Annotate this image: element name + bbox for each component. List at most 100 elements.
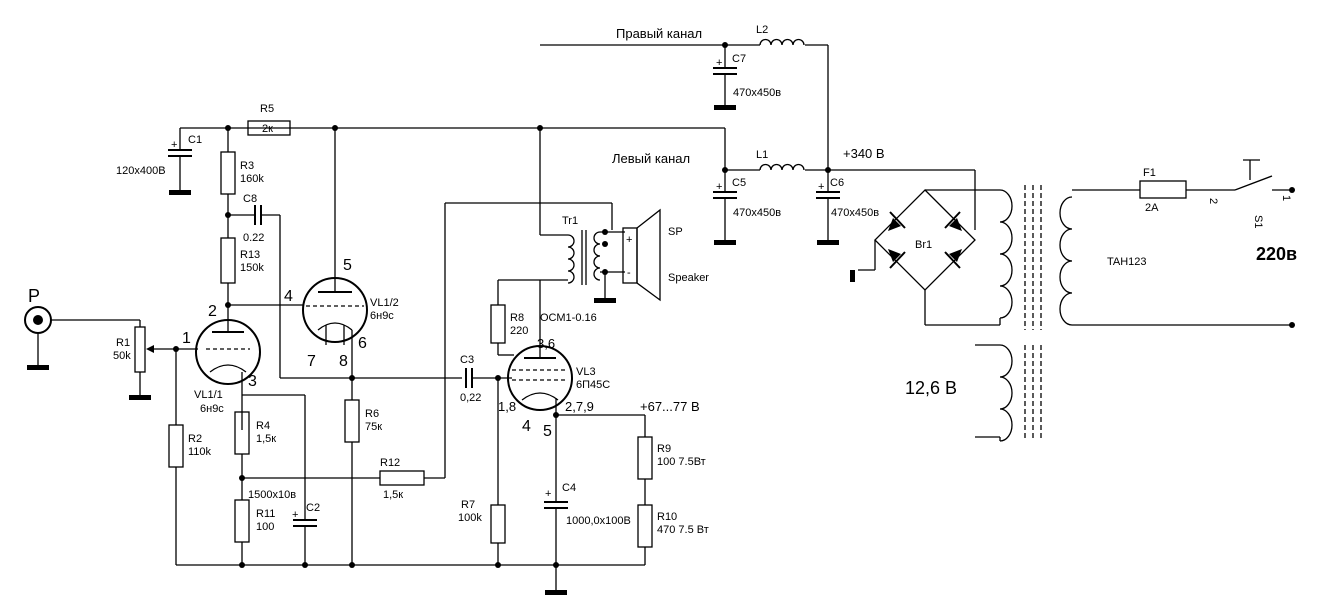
r3-ref: R3 bbox=[240, 160, 254, 172]
r11-value: 100 bbox=[256, 521, 274, 533]
svg-text:+: + bbox=[545, 488, 551, 500]
f1-value: 2A bbox=[1145, 202, 1159, 214]
svg-text:-: - bbox=[627, 267, 631, 279]
junction-dots bbox=[173, 42, 831, 568]
vl12-value: 6н9с bbox=[370, 310, 394, 322]
r12-value: 1,5к bbox=[383, 489, 403, 501]
power-transformer: TAH123 12,6 В bbox=[905, 185, 1290, 442]
output-transformer-tr1: Tr1 ОСМ1-0.16 bbox=[540, 215, 625, 324]
plus340-label: +340 В bbox=[843, 146, 885, 161]
r6-ref: R6 bbox=[365, 408, 379, 420]
vl3-value: 6П45С bbox=[576, 379, 610, 391]
svg-text:+: + bbox=[171, 139, 177, 151]
c2-value: 1500x10в bbox=[248, 489, 296, 501]
left-channel-label: Левый канал bbox=[612, 151, 690, 166]
r4-ref: R4 bbox=[256, 420, 270, 432]
vl12-ref: VL1/2 bbox=[370, 297, 399, 309]
vl3-pin-4: 4 bbox=[522, 418, 531, 435]
f1-ref: F1 bbox=[1143, 167, 1156, 179]
bridge-rectifier-br1: Br1 bbox=[850, 189, 1000, 326]
c4-ref: C4 bbox=[562, 482, 576, 494]
c2-ref: C2 bbox=[306, 502, 320, 514]
capacitor-c3: C3 0,22 bbox=[460, 354, 512, 404]
capacitor-c2: + C2 1500x10в bbox=[248, 489, 320, 565]
svg-text:+: + bbox=[716, 181, 722, 193]
r2-ref: R2 bbox=[188, 433, 202, 445]
transformer-label: TAH123 bbox=[1107, 256, 1147, 268]
r10-value: 470 7.5 Вт bbox=[657, 524, 709, 536]
fuse-f1: F1 2A 2 bbox=[1139, 167, 1235, 214]
vl12-pin-4: 4 bbox=[284, 288, 293, 305]
power-rails bbox=[180, 44, 976, 230]
tr1-ref: Tr1 bbox=[562, 215, 578, 227]
potentiometer-r1: R1 50k bbox=[113, 320, 198, 400]
inductor-l2: L2 bbox=[756, 24, 805, 46]
vl3-ref: VL3 bbox=[576, 366, 596, 378]
r13-ref: R13 bbox=[240, 249, 260, 261]
c5-ref: C5 bbox=[732, 177, 746, 189]
capacitor-c4: + C4 1000,0x100B bbox=[544, 415, 631, 595]
c3-ref: C3 bbox=[460, 354, 474, 366]
c6-ref: C6 bbox=[830, 177, 844, 189]
sp-value: Speaker bbox=[668, 272, 709, 284]
resistor-r12: R12 1,5к bbox=[379, 202, 613, 501]
resistor-r13: R13 150k bbox=[220, 237, 264, 305]
capacitor-c1: + C1 120x400B bbox=[116, 128, 202, 195]
r9-ref: R9 bbox=[657, 443, 671, 455]
vl1-pin-2: 2 bbox=[208, 303, 217, 320]
vl3-pin-36: 3,6 bbox=[537, 336, 555, 351]
c7-ref: C7 bbox=[732, 53, 746, 65]
c4-value: 1000,0x100B bbox=[566, 515, 631, 527]
r8-value: 220 bbox=[510, 325, 528, 337]
vl3-pin-279: 2,7,9 bbox=[565, 399, 594, 414]
resistor-r9: R9 100 7.5Вт bbox=[637, 415, 706, 505]
r2-value: 110k bbox=[188, 446, 212, 458]
right-channel-label: Правый канал bbox=[616, 26, 702, 41]
r7-value: 100k bbox=[458, 512, 482, 524]
resistor-r2: R2 110k bbox=[168, 349, 212, 565]
vl11-ref: VL1/1 bbox=[194, 389, 223, 401]
svg-text:+: + bbox=[626, 234, 632, 246]
v220-label: 220в bbox=[1256, 244, 1297, 264]
resistor-r6: R6 75к bbox=[344, 378, 382, 565]
capacitor-c5: + C5 470x450в bbox=[713, 170, 781, 245]
capacitor-c6: + C6 470x450в bbox=[816, 170, 879, 245]
tr1-value: ОСМ1-0.16 bbox=[540, 312, 597, 324]
svg-text:1: 1 bbox=[1280, 195, 1292, 201]
r7-ref: R7 bbox=[461, 499, 475, 511]
tube-vl1-1: 1 2 3 VL1/1 6н9с bbox=[182, 303, 261, 430]
c7-value: 470x450в bbox=[733, 87, 781, 99]
s1-ref: S1 bbox=[1252, 215, 1264, 228]
capacitor-c8: C8 0.22 bbox=[228, 193, 281, 378]
r8-ref: R8 bbox=[510, 312, 524, 324]
resistor-r8: R8 220 bbox=[490, 279, 545, 356]
r10-ref: R10 bbox=[657, 511, 677, 523]
vl3-pin-18: 1,8 bbox=[498, 399, 516, 414]
svg-text:+: + bbox=[818, 181, 824, 193]
vl12-pin-6: 6 bbox=[358, 335, 367, 352]
c1-value: 120x400B bbox=[116, 165, 166, 177]
r12-ref: R12 bbox=[380, 457, 400, 469]
r1-value: 50k bbox=[113, 350, 131, 362]
r3-value: 160k bbox=[240, 173, 264, 185]
vl1-pin-1: 1 bbox=[182, 330, 191, 347]
resistor-r5: R5 2к bbox=[247, 103, 291, 136]
r1-ref: R1 bbox=[116, 337, 130, 349]
vl12-pin-5: 5 bbox=[343, 257, 352, 274]
svg-text:+: + bbox=[716, 57, 722, 69]
svg-text:+: + bbox=[292, 509, 298, 521]
svg-text:2: 2 bbox=[1207, 198, 1219, 204]
r5-value: 2к bbox=[262, 123, 273, 135]
c5-value: 470x450в bbox=[733, 207, 781, 219]
c1-ref: C1 bbox=[188, 134, 202, 146]
tube-vl1-2: 5 4 7 8 6 VL1/2 6н9с bbox=[228, 128, 399, 378]
v12-label: 12,6 В bbox=[905, 378, 957, 398]
r4-value: 1,5к bbox=[256, 433, 276, 445]
br1-ref: Br1 bbox=[915, 239, 932, 251]
vl3-pin-5: 5 bbox=[543, 423, 552, 440]
resistor-r11: R11 100 bbox=[234, 499, 275, 565]
inductor-l1: L1 bbox=[756, 149, 805, 171]
tube-vl3: 3,6 1,8 2,7,9 4 5 VL3 6П45С bbox=[498, 128, 645, 440]
c8-value: 0.22 bbox=[243, 232, 264, 244]
capacitor-c7: + C7 470x450в bbox=[713, 45, 781, 110]
